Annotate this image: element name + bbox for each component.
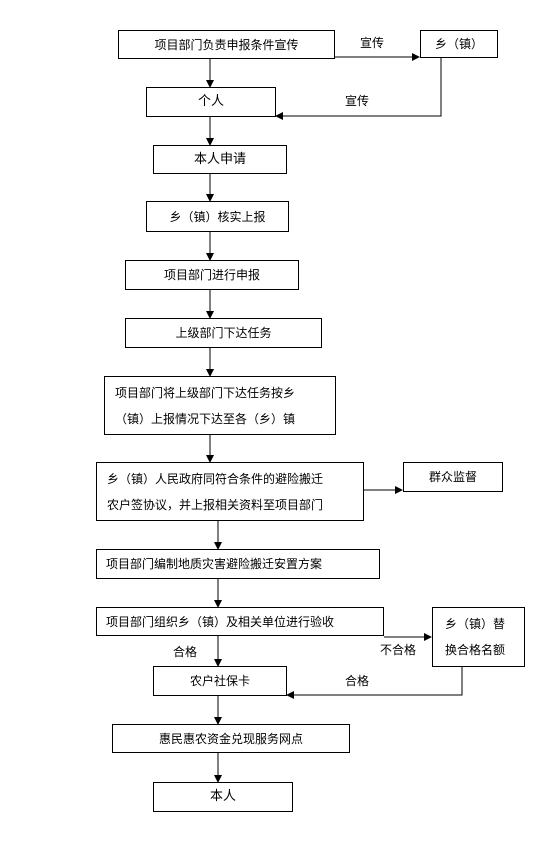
label-publicize-2: 宣传: [345, 94, 370, 108]
label-publicize-1: 宣传: [360, 36, 385, 50]
box-self-apply: 本人申请: [153, 145, 287, 174]
box-assign-townships: 项目部门将上级部门下达任务按乡 （镇）上报情况下达至各（乡）镇: [104, 376, 336, 435]
box-superior-assign: 上级部门下达任务: [125, 318, 322, 348]
label-qualified-1: 合格: [173, 645, 198, 659]
label-qualified-2: 合格: [345, 674, 370, 688]
box-township-top: 乡（镇）: [420, 30, 498, 58]
box-payment-outlet: 惠民惠农资金兑现服务网点: [112, 724, 350, 753]
box-acceptance: 项目部门组织乡（镇）及相关单位进行验收: [96, 607, 384, 636]
box-sign-agreement: 乡（镇）人民政府同符合条件的避险搬迁 农户签协议，并上报相关资料至项目部门: [96, 462, 364, 521]
box-resettlement-plan: 项目部门编制地质灾害避险搬迁安置方案: [96, 549, 380, 579]
assign-line-2: （镇）上报情况下达至各（乡）镇: [115, 411, 296, 426]
assign-line-1: 项目部门将上级部门下达任务按乡: [115, 385, 296, 400]
box-social-security-card: 农户社保卡: [153, 666, 287, 696]
box-individual: 个人: [146, 87, 276, 117]
box-public-supervision: 群众监督: [403, 462, 503, 492]
replace-line-1: 乡（镇）替: [445, 617, 506, 631]
agreement-line-1: 乡（镇）人民政府同符合条件的避险搬迁: [107, 471, 324, 486]
arrow-replace-to-card: [286, 667, 463, 699]
agreement-line-2: 农户签协议，并上报相关资料至项目部门: [107, 497, 324, 512]
arrow-township-to-individual: [275, 58, 442, 120]
replace-line-2: 换合格名额: [445, 643, 506, 657]
box-self-final: 本人: [153, 782, 293, 812]
box-replace-quota: 乡（镇）替 换合格名额: [432, 607, 525, 667]
box-dept-declare: 项目部门进行申报: [125, 260, 299, 290]
box-township-verify: 乡（镇）核实上报: [146, 201, 289, 232]
label-unqualified: 不合格: [380, 643, 417, 657]
box-publicize-conditions: 项目部门负责申报条件宣传: [118, 30, 335, 59]
